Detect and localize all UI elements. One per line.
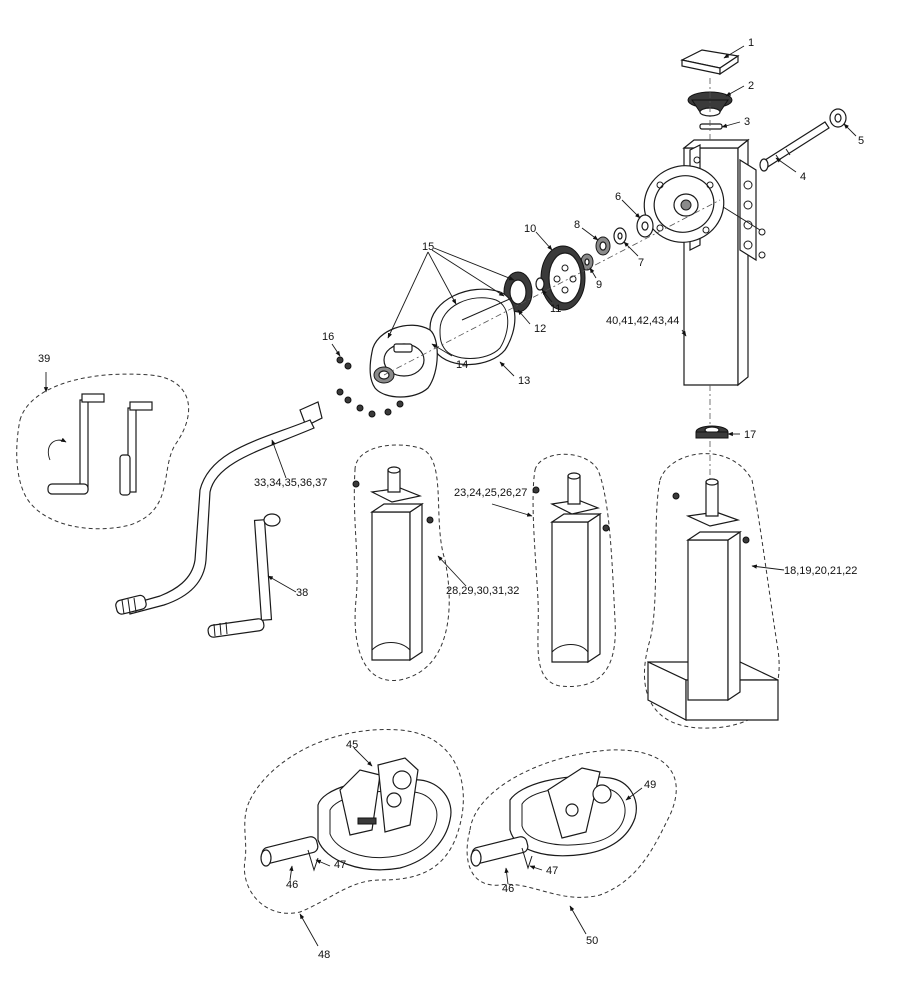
thrust-bearing: [695, 425, 729, 439]
cover-bolts: [336, 356, 404, 418]
inner-leg-23: [532, 472, 610, 664]
callout-11: 11: [550, 303, 561, 315]
callout-18-22: 18,19,20,21,22: [784, 565, 857, 577]
retaining-ring-part: [535, 277, 545, 291]
callout-6: 6: [615, 191, 621, 203]
bushing-part: [829, 108, 847, 128]
folding-crank-group-outline: [16, 373, 190, 530]
callout-15: 15: [422, 241, 434, 253]
callout-17: 17: [744, 429, 756, 441]
leader-lines: [43, 45, 857, 947]
callout-38: 38: [296, 587, 308, 599]
callout-5: 5: [858, 135, 864, 147]
callout-13: 13: [518, 375, 530, 387]
inner-leg-18: [647, 478, 779, 721]
large-spur-gear: [540, 245, 586, 311]
base-pin-46b: [470, 836, 529, 867]
callout-45: 45: [346, 739, 358, 751]
clip-47b: [521, 847, 533, 870]
callout-16: 16: [322, 331, 334, 343]
callout-12: 12: [534, 323, 546, 335]
callout-46b: 46: [502, 883, 514, 895]
callout-1: 1: [748, 37, 754, 49]
folding-crank-handle: [47, 393, 153, 496]
base-plate-49: [509, 767, 637, 857]
inner-leg-28: [352, 466, 434, 662]
callout-48: 48: [318, 949, 330, 961]
short-crank-handle: [207, 513, 281, 638]
leg-group-18-outline: [643, 453, 780, 729]
callout-40-44: 40,41,42,43,44: [606, 315, 679, 327]
callout-49: 49: [644, 779, 656, 791]
bearing-part: [595, 236, 611, 256]
callout-47b: 47: [546, 865, 558, 877]
shaft-part: [759, 121, 830, 172]
leg-group-28-outline: [353, 444, 450, 681]
gearbox-housing: [643, 165, 725, 243]
callout-3: 3: [744, 116, 750, 128]
callout-50: 50: [586, 935, 598, 947]
base-group-48-outline: [243, 729, 464, 914]
gasket-part: [429, 288, 516, 366]
cap-part: [680, 49, 740, 76]
long-crank-handle: [115, 401, 323, 615]
callout-2: 2: [748, 80, 754, 92]
callout-9: 9: [596, 279, 602, 291]
washer-part: [636, 214, 654, 238]
callout-8: 8: [574, 219, 580, 231]
callout-10: 10: [524, 223, 536, 235]
base-pin-46a: [260, 836, 319, 867]
gearbox-cover: [369, 324, 438, 398]
callout-23-27: 23,24,25,26,27: [454, 487, 527, 499]
pin-part: [699, 123, 723, 130]
callout-47a: 47: [334, 859, 346, 871]
leg-group-23-outline: [532, 453, 616, 687]
callout-33-37: 33,34,35,36,37: [254, 477, 327, 489]
gear-bushing-part: [580, 253, 594, 271]
callout-labels: 1 2 3 4 5 6 7 8 9 10 11 12 13 14 15 16 1…: [38, 37, 864, 961]
callout-39: 39: [38, 353, 50, 365]
callout-7: 7: [638, 257, 644, 269]
callout-28-32: 28,29,30,31,32: [446, 585, 519, 597]
callout-4: 4: [800, 171, 806, 183]
base-plate-45: [317, 757, 452, 871]
callout-46a: 46: [286, 879, 298, 891]
callout-14: 14: [456, 359, 468, 371]
washer-small-part: [613, 227, 627, 245]
